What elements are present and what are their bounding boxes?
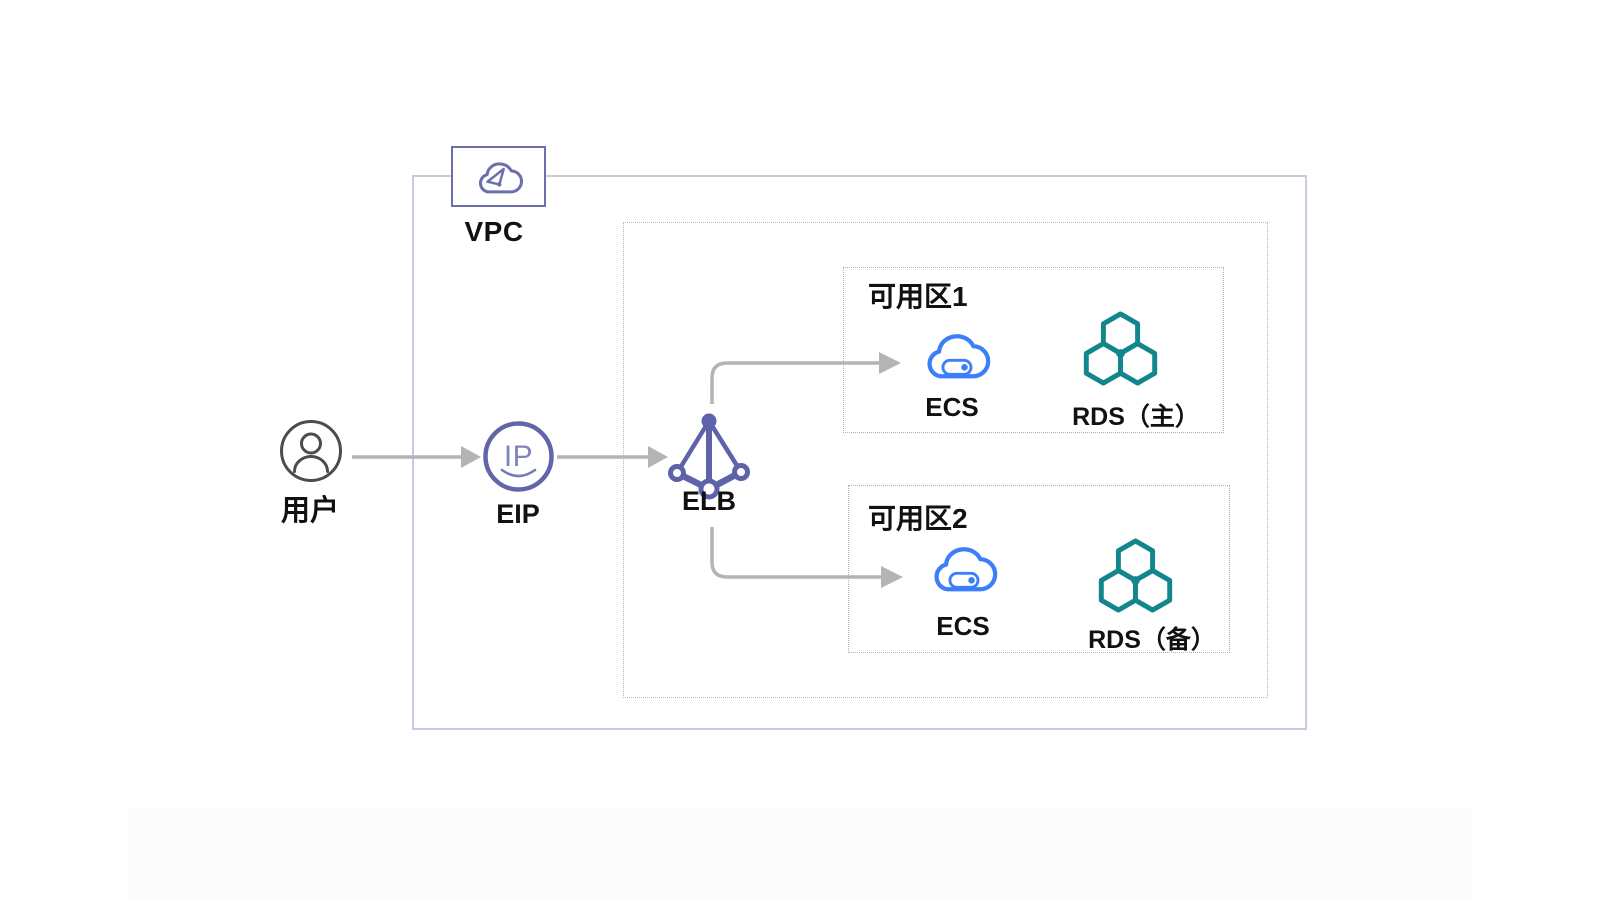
vpc-container-box xyxy=(412,175,1307,730)
availability-zone2-box xyxy=(848,485,1230,653)
arrow-elb-to-zone2-line xyxy=(710,527,881,579)
arrowhead-user-to-eip xyxy=(461,446,481,468)
eip-label: EIP xyxy=(496,499,540,529)
vpc-badge xyxy=(451,146,546,207)
eip-icon: IP xyxy=(483,421,554,492)
zone1-rds-label: RDS（主） xyxy=(1072,403,1200,431)
availability-zone1-box xyxy=(843,267,1224,433)
zone1-title: 可用区1 xyxy=(868,281,968,312)
zone1-ecs-label: ECS xyxy=(925,392,979,422)
ecs-icon-zone2 xyxy=(934,547,998,592)
user-label: 用户 xyxy=(280,495,340,527)
zone2-ecs-label: ECS xyxy=(936,611,990,641)
user-icon xyxy=(280,420,342,482)
zone2-title: 可用区2 xyxy=(868,503,968,534)
vpc-label: VPC xyxy=(464,216,524,247)
page-footer-band xyxy=(127,807,1473,900)
rds-icon-zone2 xyxy=(1098,538,1173,613)
arrowhead-eip-to-elb xyxy=(648,446,668,468)
elb-icon xyxy=(668,413,750,500)
arrowhead-elb-to-zone2 xyxy=(881,566,903,588)
eip-icon-text: IP xyxy=(504,440,533,473)
subnet-dotted-box xyxy=(623,222,1268,698)
rds-icon-zone1 xyxy=(1083,311,1158,386)
arrowhead-elb-to-zone1 xyxy=(879,352,901,374)
elb-label: ELB xyxy=(682,486,736,516)
arrow-elb-to-zone1-line xyxy=(710,361,879,404)
vpc-cloud-icon xyxy=(478,161,523,193)
zone2-rds-label: RDS（备） xyxy=(1088,626,1216,654)
ecs-icon-zone1 xyxy=(927,334,991,379)
